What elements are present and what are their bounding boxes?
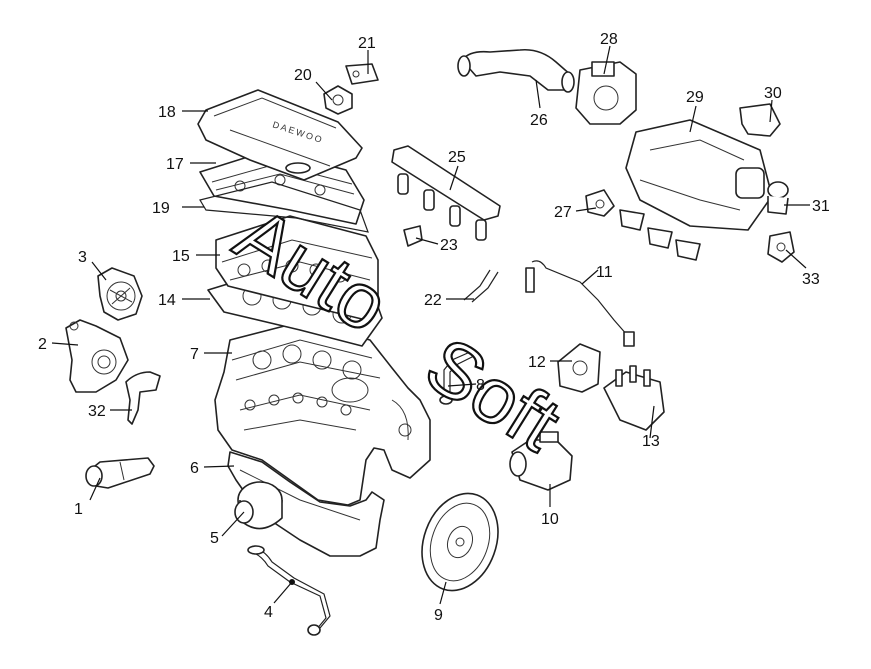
callout-33: 33 <box>802 271 820 288</box>
leader-29 <box>689 105 697 133</box>
coolant-sensor-part <box>85 457 155 489</box>
callout-8: 8 <box>476 377 485 394</box>
callout-28: 28 <box>600 31 618 48</box>
callout-11: 11 <box>596 264 613 281</box>
callout-6: 6 <box>190 460 199 477</box>
leader-11 <box>581 269 599 285</box>
leader-23 <box>415 237 439 245</box>
leader-3 <box>91 261 107 281</box>
callout-13: 13 <box>642 433 660 450</box>
callout-1: 1 <box>74 501 83 518</box>
callout-29: 29 <box>686 89 704 106</box>
timing-cover <box>65 319 129 393</box>
callout-32: 32 <box>88 403 106 420</box>
callout-31: 31 <box>812 198 830 215</box>
callout-2: 2 <box>38 336 47 353</box>
egr-bracket <box>739 103 781 137</box>
callout-21: 21 <box>358 35 376 52</box>
callout-26: 26 <box>530 112 548 129</box>
engine-block <box>214 321 431 506</box>
leader-5 <box>221 511 245 537</box>
callout-15: 15 <box>172 248 190 265</box>
leader-32-33 <box>785 249 807 269</box>
oxygen-sensor <box>525 260 635 347</box>
leader-30 <box>769 99 773 123</box>
callout-20: 20 <box>294 67 312 84</box>
leader-8 <box>447 383 477 387</box>
cover-gasket <box>199 181 369 233</box>
fuel-rail-injectors <box>391 145 501 241</box>
ignition-coil <box>603 365 665 431</box>
cylinder-head <box>215 215 379 321</box>
callout-12: 12 <box>528 354 546 371</box>
callout-14: 14 <box>158 292 176 309</box>
leader-1 <box>89 477 101 501</box>
callout-22: 22 <box>424 292 442 309</box>
callout-9: 9 <box>434 607 443 624</box>
leader-27 <box>575 207 597 212</box>
callout-7: 7 <box>190 346 199 363</box>
callout-27: 27 <box>554 204 572 221</box>
air-intake-hose <box>457 48 575 93</box>
leader-28 <box>603 45 611 75</box>
fuel-pressure-regulator <box>403 225 423 247</box>
callout-30: 30 <box>764 85 782 102</box>
callout-10: 10 <box>541 511 559 528</box>
leader-13 <box>649 405 655 439</box>
valve-cover: DAEWOO <box>197 89 363 181</box>
leader-20 <box>315 81 333 101</box>
coolant-hose-upper <box>463 269 499 303</box>
throttle-body <box>575 61 637 125</box>
leader-lines <box>51 45 810 605</box>
callout-labels: 1 2 3 4 5 6 7 8 9 10 11 12 13 14 15 17 1… <box>38 31 830 624</box>
callout-5: 5 <box>210 530 219 547</box>
callout-3: 3 <box>78 249 87 266</box>
leader-25 <box>449 165 459 191</box>
bracket-part <box>125 371 161 425</box>
egr-adapter <box>767 231 795 263</box>
callout-17: 17 <box>166 156 184 173</box>
leader-2 <box>51 342 79 346</box>
leader-4 <box>273 581 293 604</box>
intake-manifold <box>619 119 773 261</box>
throttle-gasket <box>585 189 615 217</box>
callout-25: 25 <box>448 149 466 166</box>
callout-4: 4 <box>264 604 273 621</box>
thermostat-housing <box>323 85 353 115</box>
water-pump <box>97 267 143 321</box>
flywheel <box>421 492 499 592</box>
thermostat-bracket <box>345 63 379 85</box>
leader-6 <box>203 465 235 468</box>
starter-motor <box>509 431 573 491</box>
oil-filter <box>234 481 283 530</box>
callout-23: 23 <box>440 237 458 254</box>
leader-26 <box>535 79 541 109</box>
egr-valve <box>767 181 789 215</box>
leader-9 <box>439 581 447 605</box>
oil-dipstick-tube <box>247 545 331 636</box>
callout-18: 18 <box>158 104 176 121</box>
callout-19: 19 <box>152 200 170 217</box>
ignition-module <box>557 343 601 393</box>
